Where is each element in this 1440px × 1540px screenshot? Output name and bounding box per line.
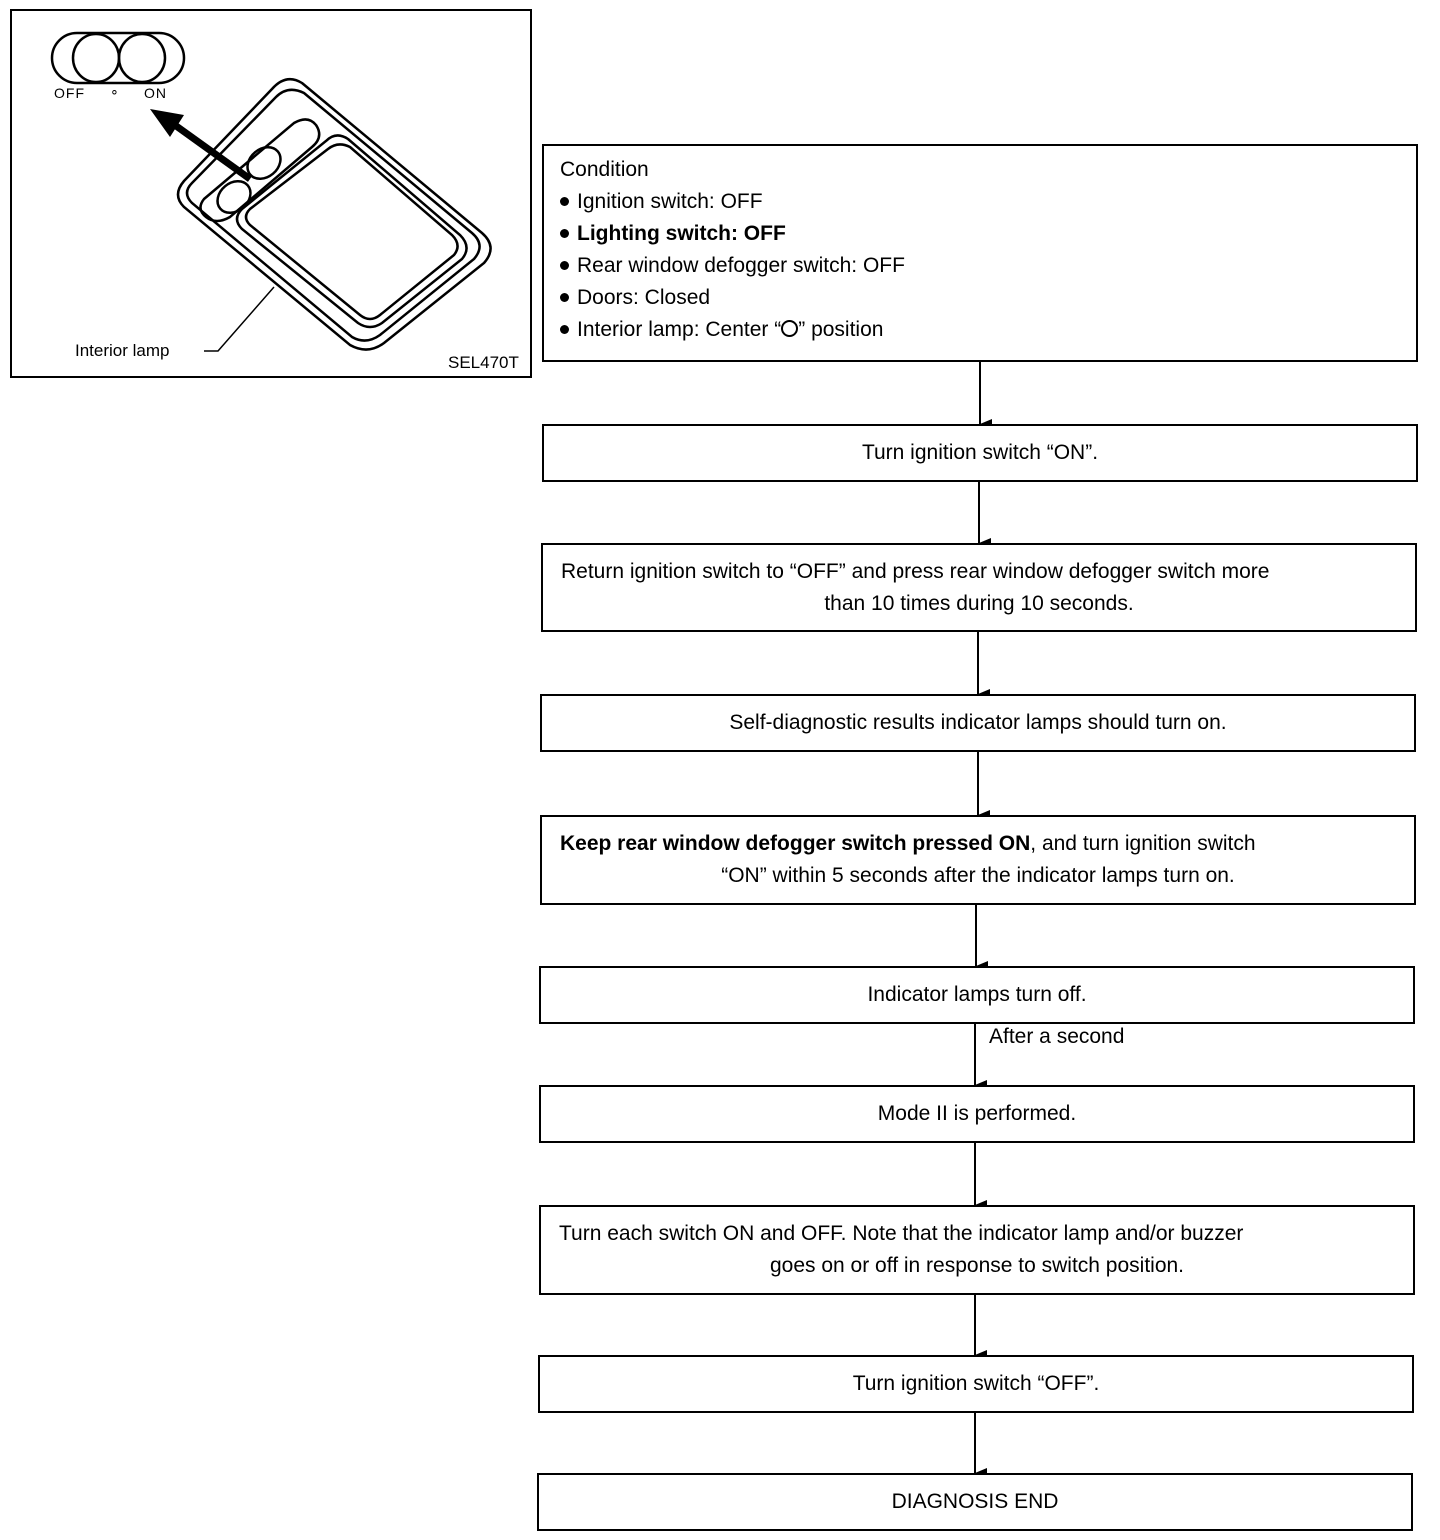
step-text: Mode II is performed.: [877, 1102, 1077, 1125]
step-mode-ii: Mode II is performed.: [539, 1085, 1415, 1143]
step-indicator-lamps-on: Self-diagnostic results indicator lamps …: [540, 694, 1416, 752]
figure-code: SEL470T: [448, 353, 519, 372]
step-keep-defogger-pressed: Keep rear window defogger switch pressed…: [540, 815, 1416, 905]
condition-item: Lighting switch: OFF: [560, 218, 1400, 250]
bullet-icon: [560, 260, 569, 270]
bullet-icon: [560, 196, 569, 206]
step-text-line1: Turn each switch ON and OFF. Note that t…: [559, 1222, 1244, 1245]
switch-center-label: ∘: [110, 83, 120, 99]
condition-item-text: Lighting switch: OFF: [577, 222, 786, 245]
step-turn-ignition-off: Turn ignition switch “OFF”.: [538, 1355, 1414, 1413]
figure-panel: OFF ∘ ON Interior lamp SEL470T: [10, 9, 532, 378]
step-indicator-lamps-off: Indicator lamps turn off.: [539, 966, 1415, 1024]
step-text: Self-diagnostic results indicator lamps …: [729, 711, 1227, 734]
step-text: Turn ignition switch “OFF”.: [852, 1372, 1100, 1395]
callout-leader: [204, 286, 275, 352]
pointer-arrow: [150, 109, 253, 182]
lamp-body: [176, 77, 492, 351]
condition-box: Condition Ignition switch: OFF Lighting …: [542, 144, 1418, 362]
step-text: Turn ignition switch “ON”.: [861, 441, 1099, 464]
step-text-rest: , and turn ignition switch: [1030, 832, 1256, 855]
condition-item: Rear window defogger switch: OFF: [560, 250, 1400, 282]
condition-item-text: Doors: Closed: [577, 286, 711, 309]
condition-item-text-suffix: ” position: [798, 318, 884, 341]
step-text-line1: Return ignition switch to “OFF” and pres…: [561, 559, 1270, 583]
step-text-line2: goes on or off in response to switch pos…: [769, 1254, 1185, 1277]
interior-lamp-illustration: [50, 31, 492, 352]
step-text: Indicator lamps turn off.: [867, 983, 1087, 1006]
condition-title: Condition: [560, 158, 649, 181]
switch-off-label: OFF: [54, 85, 85, 101]
bullet-icon: [560, 324, 569, 334]
condition-item-text: Rear window defogger switch: OFF: [577, 254, 905, 277]
step-return-ignition-off: Return ignition switch to “OFF” and pres…: [541, 543, 1417, 632]
step-text-line2: than 10 times during 10 seconds.: [824, 591, 1134, 615]
condition-item-text: Ignition switch: OFF: [577, 190, 763, 213]
condition-item-text: Interior lamp: Center “: [577, 318, 782, 341]
step-text-line2: “ON” within 5 seconds after the indicato…: [721, 864, 1235, 887]
edge-label-after-a-second: After a second: [989, 1025, 1125, 1048]
condition-item: Ignition switch: OFF: [560, 186, 1400, 218]
condition-item: Doors: Closed: [560, 282, 1400, 314]
diagnosis-end: DIAGNOSIS END: [537, 1473, 1413, 1531]
interior-lamp-label: Interior lamp: [75, 341, 170, 360]
step-text-line1: Keep rear window defogger switch pressed…: [556, 828, 1400, 860]
bullet-icon: [560, 228, 569, 238]
step-turn-each-switch: Turn each switch ON and OFF. Note that t…: [539, 1205, 1415, 1295]
step-text: DIAGNOSIS END: [891, 1490, 1059, 1513]
step-turn-ignition-on: Turn ignition switch “ON”.: [542, 424, 1418, 482]
step-text-bold: Keep rear window defogger switch pressed…: [560, 832, 1031, 855]
circle-position-icon: [781, 319, 799, 337]
switch-graphic: [50, 31, 186, 85]
bullet-icon: [560, 292, 569, 302]
condition-item: Interior lamp: Center “ ” position: [560, 314, 1400, 346]
switch-on-label: ON: [144, 85, 167, 101]
